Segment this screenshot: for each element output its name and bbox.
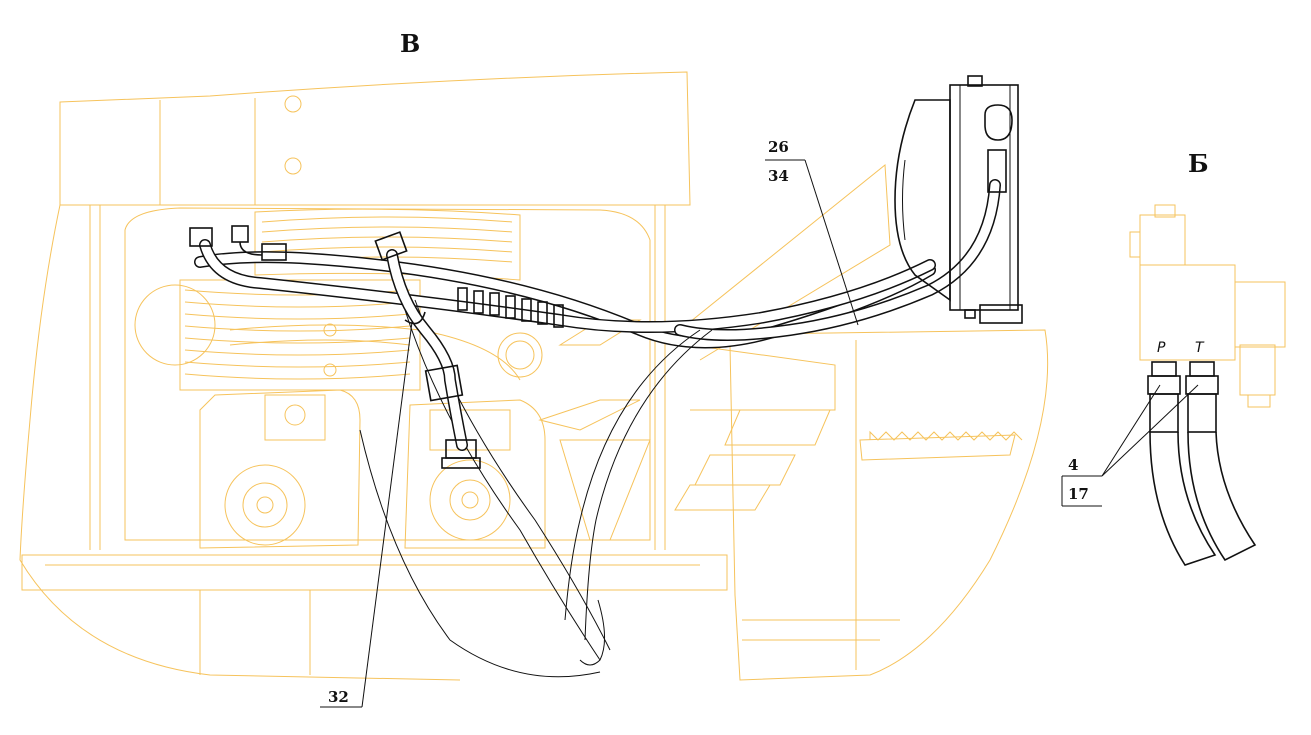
callout-4: 4 <box>1068 456 1078 474</box>
left-manifold-fittings <box>189 225 287 261</box>
callout-17: 17 <box>1068 485 1089 503</box>
pump-hose-32 <box>374 231 481 469</box>
pump-assembly-outline <box>199 319 642 549</box>
view-label-detail: Б <box>1188 149 1209 178</box>
port-label-t: T <box>1195 340 1205 356</box>
radiator-fan-coil <box>134 208 521 391</box>
view-label-b: B <box>400 29 420 58</box>
callout-32: 32 <box>328 688 349 706</box>
port-label-p: P <box>1157 340 1166 356</box>
callout-26: 26 <box>768 138 789 156</box>
detail-view-valve <box>1129 204 1286 566</box>
main-hose-assembly <box>189 179 1001 678</box>
hose-clamps <box>457 287 564 328</box>
background-panel-hatch <box>559 164 891 541</box>
callout-34: 34 <box>768 167 789 185</box>
oil-cooler-unit <box>894 75 1023 324</box>
machine-frame-outline <box>19 71 1049 681</box>
callout-leaders <box>320 159 1199 708</box>
